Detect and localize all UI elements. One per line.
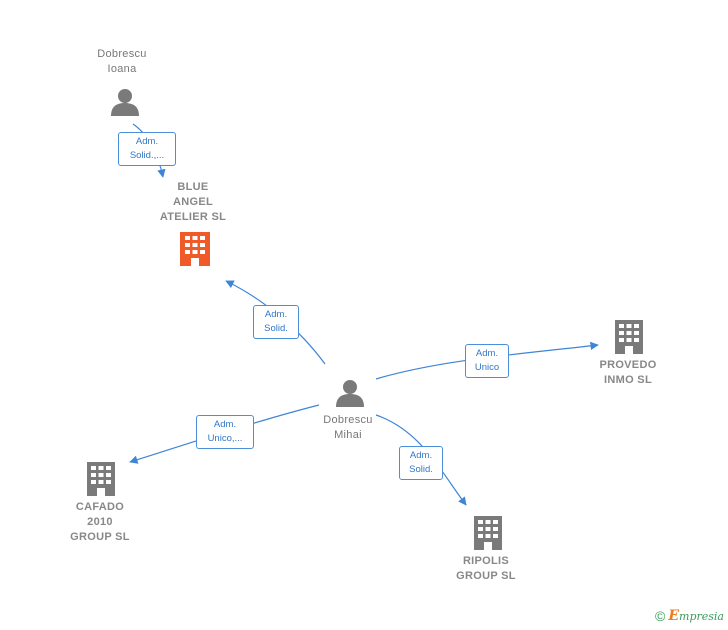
edge-label-mihai-cafado[interactable]: Adm. Unico,...: [196, 415, 254, 449]
building-icon[interactable]: [615, 320, 643, 354]
node-label-dobrescu-mihai[interactable]: Dobrescu Mihai: [323, 414, 373, 441]
node-label-provedo-inmo[interactable]: PROVEDO INMO SL: [599, 359, 657, 386]
edge-label-mihai-provedo[interactable]: Adm. Unico: [465, 344, 509, 378]
building-icon[interactable]: [474, 516, 502, 550]
node-label-ripolis-group[interactable]: RIPOLIS GROUP SL: [456, 555, 516, 582]
building-icon[interactable]: [180, 232, 210, 266]
person-icon[interactable]: [111, 89, 139, 116]
copyright-icon: ©: [655, 608, 666, 624]
node-label-dobrescu-ioana[interactable]: Dobrescu Ioana: [97, 48, 147, 75]
edge-label-mihai-blue-angel[interactable]: Adm. Solid.: [253, 305, 299, 339]
footer-brand: © Empresia: [655, 608, 724, 624]
edge-label-ioana-blue-angel[interactable]: Adm. Solid.,...: [118, 132, 176, 166]
person-icon[interactable]: [336, 380, 364, 407]
edge-label-mihai-ripolis[interactable]: Adm. Solid.: [399, 446, 443, 480]
building-icon[interactable]: [87, 462, 115, 496]
node-label-blue-angel-atelier[interactable]: BLUE ANGEL ATELIER SL: [159, 181, 227, 223]
brand-logo: Empresia: [668, 608, 724, 624]
node-label-cafado-2010-group[interactable]: CAFADO 2010 GROUP SL: [70, 501, 130, 543]
